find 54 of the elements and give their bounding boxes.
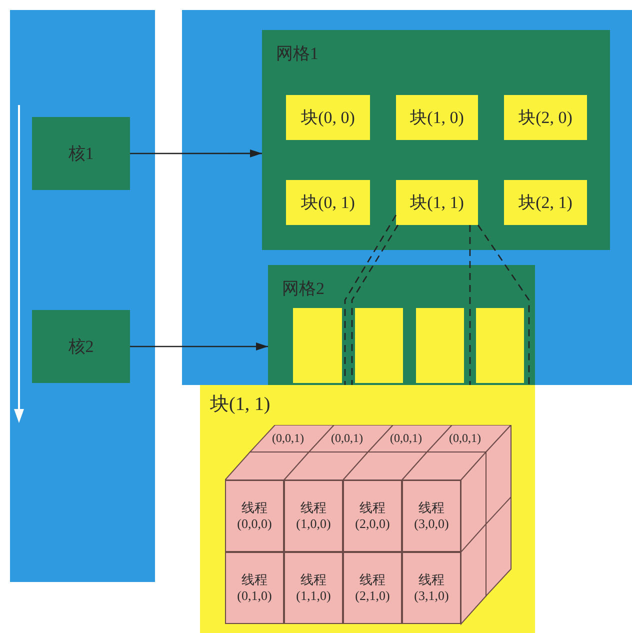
dashed-projection-line	[351, 224, 399, 385]
thread-cube	[402, 480, 461, 552]
coordinate-label: (0,0,1)	[449, 431, 481, 446]
block-box	[504, 95, 587, 140]
block-box	[286, 95, 370, 140]
kernel-box	[32, 117, 130, 190]
thread-label: 线程 (3,0,0)	[413, 500, 450, 532]
block-box	[504, 180, 587, 225]
thread-cube	[343, 480, 402, 552]
block-box	[416, 308, 464, 383]
thread-cube	[225, 480, 284, 552]
block-label: 块(1, 1)	[410, 192, 464, 214]
coordinate-label: (0,0,1)	[390, 431, 422, 446]
thread-label: 线程 (1,0,0)	[295, 500, 332, 532]
panel-background	[10, 10, 155, 582]
thread-label: 线程 (1,1,0)	[295, 572, 332, 604]
dashed-projection-line	[344, 214, 397, 385]
block-box	[286, 180, 370, 225]
kernel-label: 核2	[68, 336, 94, 358]
kernel-box	[32, 310, 130, 383]
coordinate-label: (0,0,1)	[331, 431, 363, 446]
thread-label: 线程 (3,1,0)	[413, 572, 450, 604]
dashed-projection-line	[469, 225, 471, 385]
thread-cube	[284, 480, 343, 552]
block-box	[355, 308, 403, 383]
panel-background	[182, 10, 632, 385]
arrow	[130, 342, 268, 350]
block-panel	[200, 385, 535, 633]
coordinate-label: (0,0,1)	[272, 431, 304, 446]
block-label: 块(0, 0)	[301, 107, 355, 129]
block-title: 块(1, 1)	[210, 393, 270, 417]
thread-cube	[402, 552, 461, 624]
thread-cube	[225, 552, 284, 624]
thread-cube	[284, 552, 343, 624]
thread-cube	[343, 552, 402, 624]
thread-label: 线程 (0,0,0)	[236, 500, 273, 532]
arrow	[130, 149, 262, 158]
kernel-label: 核1	[68, 143, 94, 165]
block-label: 块(2, 1)	[518, 192, 572, 214]
thread-label: 线程 (2,0,0)	[354, 500, 391, 532]
block-label: 块(2, 0)	[518, 107, 572, 129]
dashed-projection-line	[477, 224, 530, 385]
grid-title: 网格2	[282, 278, 324, 300]
block-label: 块(0, 1)	[301, 192, 355, 214]
grid-title: 网格1	[276, 43, 318, 65]
block-label: 块(1, 0)	[410, 107, 464, 129]
thread-label: 线程 (2,1,0)	[354, 572, 391, 604]
block-box	[476, 308, 524, 383]
block-box	[396, 180, 478, 225]
thread-label: 线程 (0,1,0)	[236, 572, 273, 604]
block-box	[293, 308, 342, 383]
block-box	[396, 95, 478, 140]
grid-panel	[268, 265, 535, 385]
grid-panel	[262, 30, 610, 250]
